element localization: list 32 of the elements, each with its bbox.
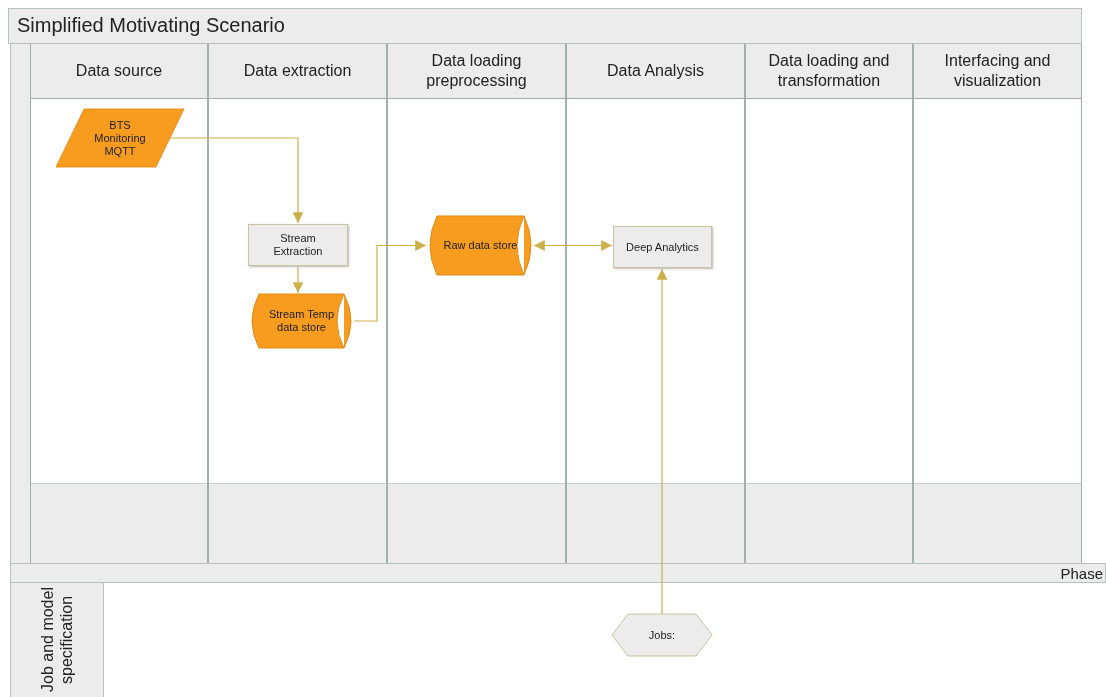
data-store-cylinder (249, 294, 354, 348)
node-text: Raw data store (443, 239, 518, 252)
diagram-title: Simplified Motivating Scenario (8, 8, 1082, 44)
arrow (533, 240, 613, 251)
swimlane-column (30, 44, 208, 563)
swimlane-column (745, 44, 913, 563)
data-parallelogram (56, 109, 184, 167)
arrow (353, 240, 427, 322)
process-box (613, 226, 712, 268)
lane-header: Interfacing and visualization (914, 44, 1081, 99)
arrow (169, 137, 304, 224)
node-text: BTS Monitoring MQTT (93, 118, 147, 158)
lane-header: Data Analysis (567, 44, 744, 99)
swimlane-column (208, 44, 387, 563)
data-store-cylinder (427, 216, 534, 275)
phase-label: Phase (1060, 565, 1103, 582)
lane-header: Data loading preprocessing (388, 44, 565, 99)
node-text: Stream Extraction (272, 232, 324, 258)
lane-header: Data source (31, 44, 207, 99)
lane-header: Data extraction (209, 44, 386, 99)
node-text: Stream Temp data store (267, 308, 336, 334)
swimlane-column (566, 44, 745, 563)
arrow (656, 268, 668, 615)
node-text: Jobs: (648, 628, 676, 642)
process-box (248, 224, 348, 266)
swimlane-column (913, 44, 1082, 563)
swimlane-column (387, 44, 566, 563)
lane-title: Job and model specification (38, 586, 76, 695)
node-text: Deep Analytics (626, 240, 699, 254)
preparation-hexagon (612, 614, 712, 656)
arrow (292, 265, 304, 294)
lane-header: Data loading and transformation (746, 44, 912, 99)
